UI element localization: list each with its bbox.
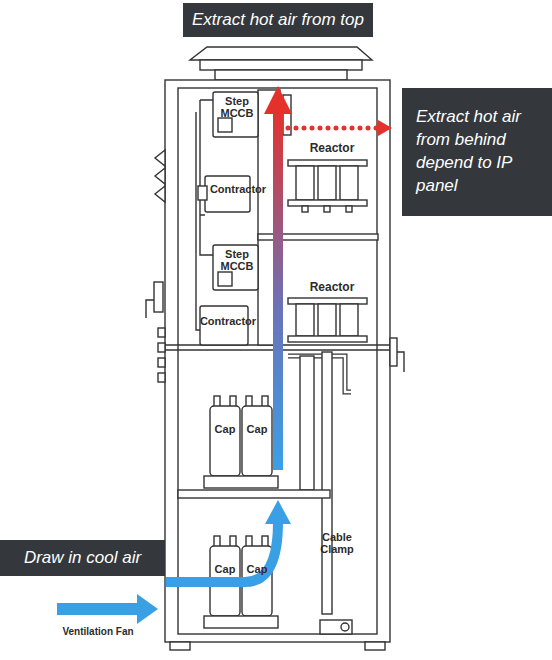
part-label: Cap: [210, 564, 240, 576]
reactor-foot: [346, 206, 352, 212]
hinge: [155, 150, 165, 166]
part-label: Step MCCB: [219, 96, 255, 119]
shelf: [178, 490, 330, 498]
callout-box: Extract hot air from behind depend to IP…: [402, 88, 552, 216]
callout-box: Extract hot air from top: [183, 3, 373, 37]
cabinet-foot: [170, 642, 190, 650]
reactor-foot: [324, 206, 330, 212]
cap-bracket: [204, 476, 278, 488]
part-label: Step MCCB: [219, 249, 255, 272]
reactor-coil: [318, 166, 336, 200]
mccb-symbol: [213, 92, 258, 137]
reactor-bar: [288, 298, 367, 304]
pipe: [288, 356, 351, 392]
cable-clamp-symbol: [320, 620, 352, 634]
hinge: [155, 186, 165, 202]
door-handle: [397, 352, 404, 372]
callout-box: Draw in cool air: [0, 540, 165, 576]
callout-text: Extract hot air from behind depend to IP…: [416, 106, 538, 198]
reactor-coil: [340, 166, 358, 200]
reactor-coil: [296, 166, 314, 200]
latch: [158, 343, 165, 352]
reactor-coil: [296, 304, 314, 336]
part-label: Reactor: [296, 281, 368, 294]
part-label: Cap: [210, 424, 240, 436]
mccb-toggle: [218, 272, 232, 286]
part-label: Contractor: [194, 316, 262, 328]
cool-air-arrow: [57, 603, 137, 615]
conduit: [300, 356, 314, 490]
conduit: [322, 352, 332, 614]
contactor-terminal: [198, 186, 207, 200]
reactor-foot: [302, 206, 308, 212]
latch: [158, 358, 165, 367]
reactor-coil: [318, 304, 336, 336]
reactor-bar: [288, 160, 367, 166]
part-label: Contractor: [204, 184, 272, 196]
arrow-head: [137, 594, 158, 624]
part-label: Ventilation Fan: [40, 627, 156, 638]
callout-text: Extract hot air from top: [187, 9, 369, 32]
hood-neck: [215, 70, 347, 80]
capacitor-symbol: [210, 406, 240, 476]
hood-base: [200, 60, 362, 70]
cable-clamp-bolt: [341, 623, 349, 631]
reactor-bar: [288, 200, 367, 206]
hinge: [155, 168, 165, 184]
mccb-symbol: [213, 245, 258, 290]
cabinet-foot: [365, 642, 385, 650]
arrow-head: [378, 120, 392, 136]
cabinet-frame: [165, 80, 390, 642]
reactor-bar: [288, 336, 367, 342]
arrow-head: [265, 500, 291, 524]
door-handle: [390, 338, 397, 366]
cap-bracket: [204, 616, 278, 628]
door-handle: [154, 282, 163, 312]
mccb-toggle: [218, 118, 232, 132]
pipe: [288, 356, 351, 392]
wiring: [196, 100, 213, 330]
door-handle: [146, 300, 154, 318]
reactor-coil: [340, 304, 358, 336]
airflow-arrow: [166, 522, 278, 582]
airflow-arrow: [273, 112, 283, 470]
part-label: Reactor: [296, 142, 368, 155]
callout-text: Draw in cool air: [4, 547, 161, 570]
latch: [158, 328, 165, 337]
arrow-head: [264, 86, 292, 114]
latch: [158, 373, 165, 382]
roof-hood: [190, 47, 372, 60]
part-label: Cable Clamp: [314, 532, 360, 555]
capacitor-symbol: [242, 406, 272, 476]
part-label: Cap: [242, 424, 272, 436]
part-label: Cap: [242, 564, 272, 576]
hot-air-dotted-arrow: [288, 126, 378, 131]
